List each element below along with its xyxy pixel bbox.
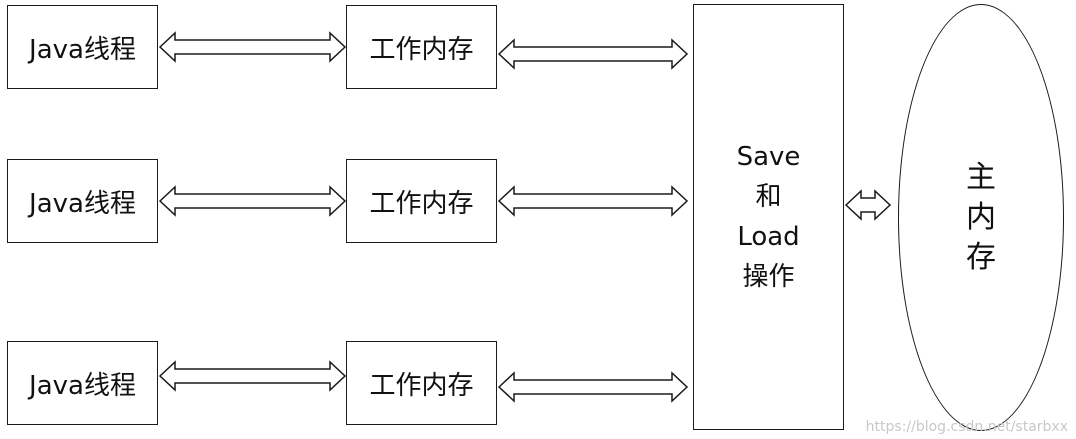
java-thread-3: Java线程	[7, 341, 158, 425]
java-thread-1-label: Java线程	[29, 34, 136, 65]
arrow-work-op-2	[497, 185, 689, 217]
work-memory-2-label: 工作内存	[369, 188, 474, 219]
java-thread-1: Java线程	[7, 5, 158, 89]
work-memory-3-label: 工作内存	[369, 370, 474, 401]
operation-line-4: 操作	[742, 262, 795, 292]
java-thread-2-label: Java线程	[29, 188, 136, 219]
save-load-operation: Save 和 Load 操作	[693, 4, 844, 430]
arrow-thread-work-3	[158, 360, 347, 392]
arrow-op-main	[844, 189, 892, 221]
operation-line-3: Load	[737, 222, 800, 252]
arrow-work-op-1	[497, 38, 689, 70]
work-memory-3: 工作内存	[346, 341, 497, 425]
operation-line-1: Save	[736, 142, 801, 172]
arrow-thread-work-1	[158, 31, 347, 63]
java-thread-2: Java线程	[7, 159, 158, 243]
watermark: https://blog.csdn.net/starbxx	[865, 419, 1068, 435]
work-memory-2: 工作内存	[346, 159, 497, 243]
arrow-thread-work-2	[158, 185, 347, 217]
main-memory: 主 内 存	[898, 4, 1064, 431]
work-memory-1-label: 工作内存	[369, 34, 474, 65]
main-memory-char-2: 内	[966, 199, 996, 235]
operation-line-2: 和	[755, 182, 782, 212]
main-memory-char-3: 存	[966, 239, 996, 275]
main-memory-char-1: 主	[966, 159, 996, 195]
arrow-work-op-3	[497, 371, 689, 403]
work-memory-1: 工作内存	[346, 5, 497, 89]
java-thread-3-label: Java线程	[29, 370, 136, 401]
